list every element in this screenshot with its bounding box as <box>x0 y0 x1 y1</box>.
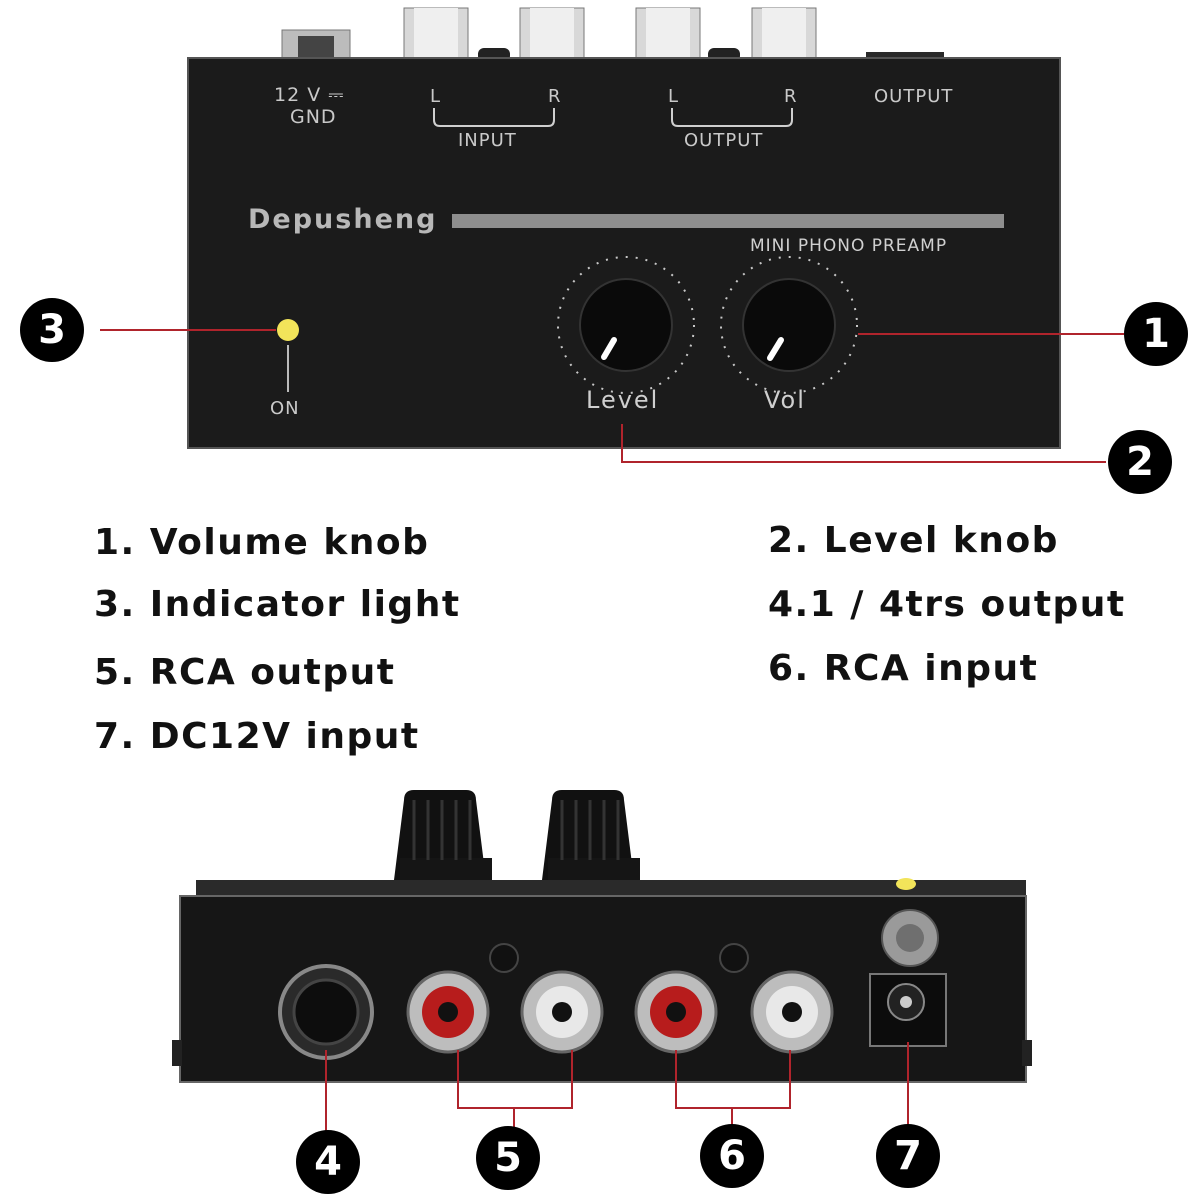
callout-6: 6 <box>700 1124 764 1188</box>
legend-item-1: 1. Volume knob <box>94 522 430 563</box>
callout-2: 2 <box>1108 430 1172 494</box>
output-label: OUTPUT <box>684 130 764 151</box>
rca-output-right[interactable] <box>520 970 604 1054</box>
brand-name: Depusheng <box>248 204 438 235</box>
legend-item-7: 7. DC12V input <box>94 716 420 757</box>
callout-4: 4 <box>296 1130 360 1194</box>
level-label: Level <box>586 386 660 414</box>
on-label: ON <box>270 398 300 419</box>
gnd-label: GND <box>290 106 337 128</box>
level-knob[interactable] <box>557 256 695 394</box>
legend-item-4: 4.1 / 4trs output <box>768 584 1126 625</box>
callout-1: 1 <box>1124 302 1188 366</box>
callout-3: 3 <box>20 298 84 362</box>
output-r-label: R <box>784 86 798 107</box>
output-jack-label: OUTPUT <box>874 86 954 107</box>
top-jacks <box>281 7 944 65</box>
callout-7: 7 <box>876 1124 940 1188</box>
output-l-label: L <box>668 86 680 107</box>
callout-5: 5 <box>476 1126 540 1190</box>
legend-item-2: 2. Level knob <box>768 520 1059 561</box>
indicator-light <box>277 319 299 341</box>
input-l-label: L <box>430 86 442 107</box>
legend-item-3: 3. Indicator light <box>94 584 461 625</box>
rca-input-right[interactable] <box>750 970 834 1054</box>
power-label: 12 V ⎓ <box>274 84 345 106</box>
trs-output-jack[interactable] <box>278 964 374 1060</box>
legend-item-5: 5. RCA output <box>94 652 396 693</box>
input-label: INPUT <box>458 130 517 151</box>
model-name: MINI PHONO PREAMP <box>750 236 948 256</box>
front-panel <box>187 57 1061 449</box>
rca-input-left[interactable] <box>634 970 718 1054</box>
rear-knob-caps <box>394 790 640 888</box>
ground-screw <box>881 909 939 967</box>
brand-stripe <box>452 214 1004 228</box>
rca-output-left[interactable] <box>406 970 490 1054</box>
input-r-label: R <box>548 86 562 107</box>
vol-label: Vol <box>764 386 806 414</box>
dc-input-jack[interactable] <box>869 973 947 1047</box>
legend-item-6: 6. RCA input <box>768 648 1039 689</box>
volume-knob[interactable] <box>720 256 858 394</box>
